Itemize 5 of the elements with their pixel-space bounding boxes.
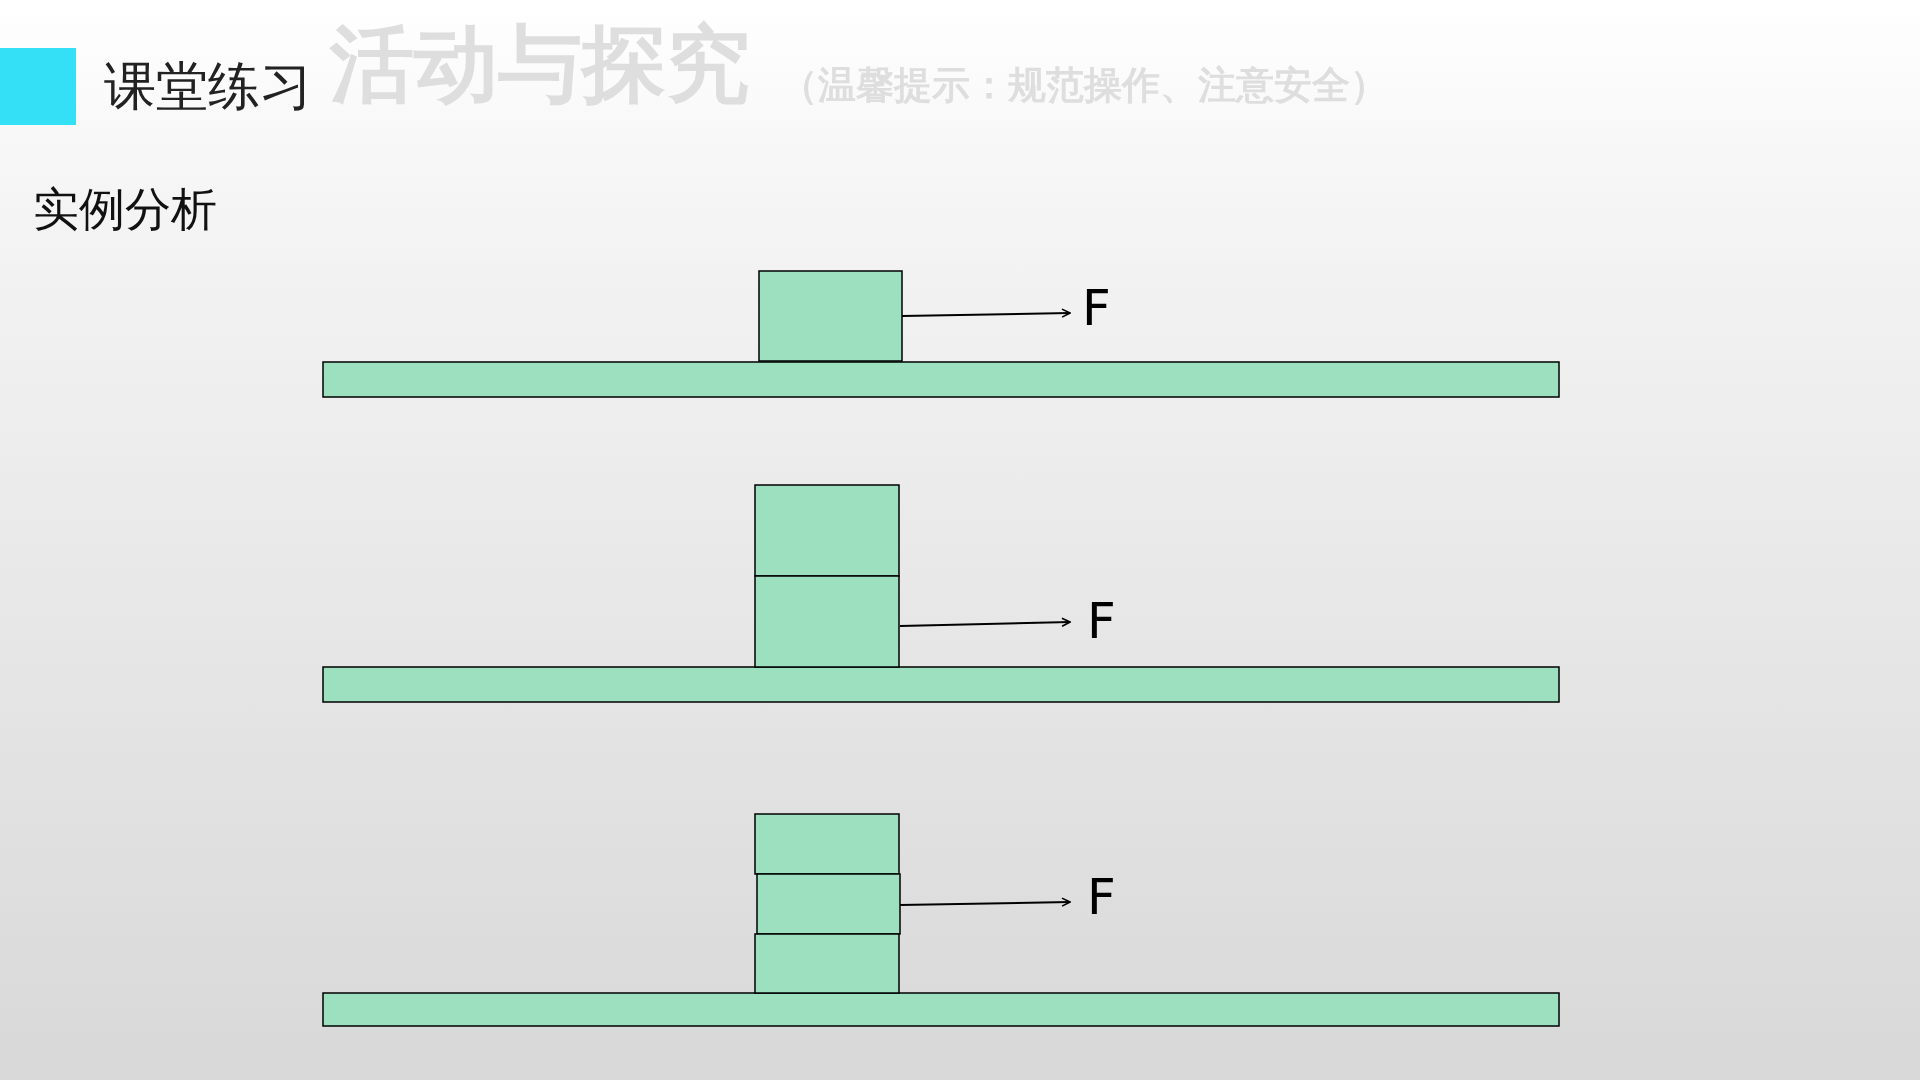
- slide-title: 课堂练习: [104, 60, 312, 112]
- force-label: F: [1087, 872, 1116, 922]
- force-label: F: [1087, 596, 1116, 646]
- force-label: F: [1082, 283, 1111, 333]
- section-heading: 实例分析: [33, 186, 217, 232]
